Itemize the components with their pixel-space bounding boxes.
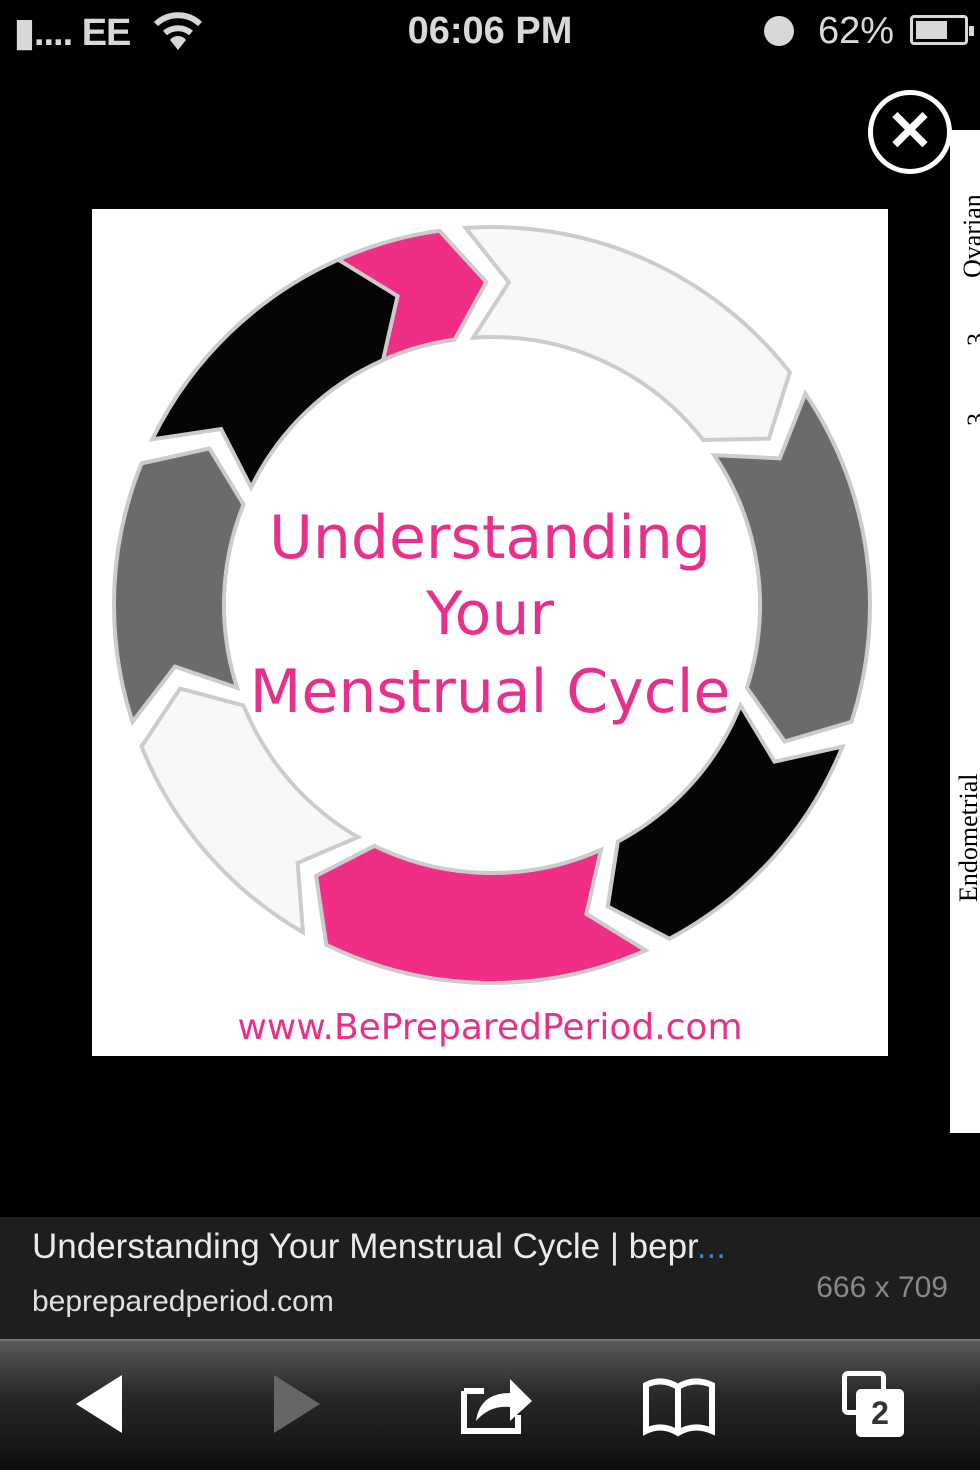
cycle-arrow-segment [605,700,846,942]
back-button[interactable] [72,1371,128,1441]
close-button[interactable]: ✕ [868,90,952,174]
title-text: Understanding Your Menstrual Cycle | bep… [32,1227,697,1266]
wifi-icon [153,12,203,50]
forward-button[interactable] [270,1371,326,1441]
clock-time: 06:06 PM [407,10,573,52]
image-dimensions: 666 x 709 [816,1271,948,1304]
cycle-arrow-segment [461,225,793,443]
cycle-arrow-segment [139,686,363,936]
image-url-text: www.BePreparedPeriod.com [237,1007,743,1048]
image-title-line: Your [425,579,555,649]
image-info-bar[interactable]: Understanding Your Menstrual Cycle | bep… [0,1217,980,1339]
ellipsis: ... [696,1227,726,1266]
image-title-line: Menstrual Cycle [249,657,731,727]
image-source[interactable]: bepreparedperiod.com [32,1285,334,1318]
cycle-arrow-segment [112,446,246,727]
image-title-line: Understanding [268,503,712,573]
menstrual-cycle-image[interactable]: Understanding Your Menstrual Cycle www.B… [92,209,888,1056]
image-page-title[interactable]: Understanding Your Menstrual Cycle | bep… [32,1227,726,1267]
battery-percent: 62% [817,10,894,52]
carrier-signal: ▮.... EE [14,12,131,54]
side-label: Endometrial [954,773,980,902]
side-label: 3 [962,333,980,346]
tabs-count: 2 [856,1389,904,1437]
cycle-arrow-segment [148,257,400,492]
adjacent-image-preview[interactable]: Ovarian 3 3 Endometrial [950,130,980,1133]
cycle-arrow-segment [710,389,872,744]
cycle-arrow-segment [313,843,651,985]
alarm-clock-icon [764,16,794,46]
side-label: 3 [962,413,980,426]
bookmarks-icon[interactable] [640,1371,720,1441]
cycle-ring-graphic [112,225,872,985]
status-bar: ▮.... EE 06:06 PM 62% [0,0,980,62]
browser-toolbar: 2 [0,1339,980,1470]
tabs-button[interactable]: 2 [840,1371,906,1441]
side-label: Ovarian [958,194,980,278]
share-icon[interactable] [460,1371,540,1441]
battery-icon [910,15,974,45]
